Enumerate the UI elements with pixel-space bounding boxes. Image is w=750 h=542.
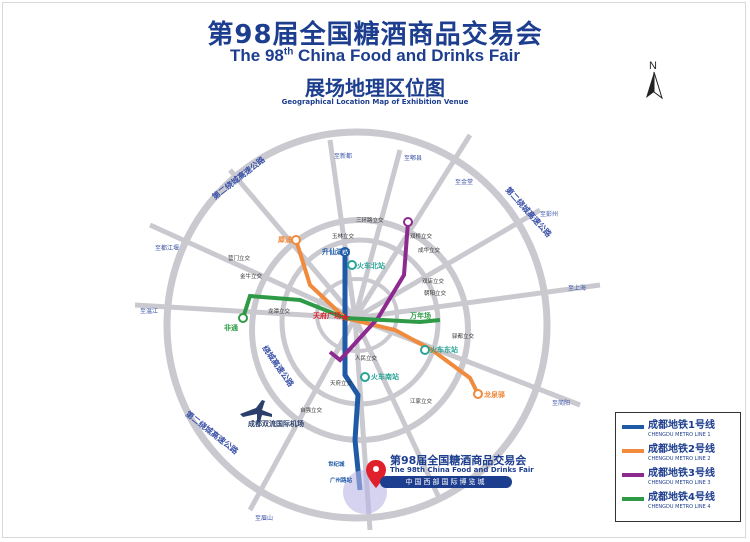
- title-en-pre: The 98: [230, 46, 284, 65]
- place-meishan: 至眉山: [255, 514, 273, 522]
- metro-line-1: [342, 252, 363, 491]
- page-title: 第98届全国糖酒商品交易会: [207, 20, 543, 50]
- title-en-post: China Food and Drinks Fair: [293, 46, 520, 65]
- ic-yulin: 玉林立交: [332, 232, 355, 240]
- ic-shuangdian: 双店立交: [422, 277, 445, 285]
- interchange-labels: 三环路立交 玉林立交 双桥立交 成华立交 朝阳立交 人民立交 天府立交 江家立交…: [228, 216, 475, 414]
- ic-jinniu: 金牛立交: [240, 272, 263, 280]
- legend-label-en: CHENGDU METRO LINE 4: [648, 504, 711, 510]
- metro-line-2: [294, 239, 480, 395]
- label-wanniancheng: 万年场: [409, 311, 431, 320]
- station-shengxian-marker[interactable]: [340, 247, 350, 257]
- station-line3-terminal-marker[interactable]: [403, 217, 413, 227]
- title-en-sup: th: [283, 46, 294, 58]
- ic-shuangqiao: 双桥立交: [410, 232, 433, 240]
- label-shiyang: 世纪城: [328, 460, 345, 468]
- legend-swatch-line-4: [622, 497, 644, 501]
- place-pengzhou: 至彭州: [540, 210, 558, 218]
- station-huochenan-marker[interactable]: [360, 372, 370, 382]
- legend-label: 成都地铁1号线: [648, 420, 715, 431]
- legend-label: 成都地铁3号线: [648, 468, 715, 479]
- inner-ring: [315, 277, 399, 353]
- station-huochedong-marker[interactable]: [420, 345, 430, 355]
- venue-name-en: The 98th China Food and Drinks Fair: [390, 466, 534, 474]
- ring-label-nw: 第二绕城高速公路: [210, 154, 267, 202]
- place-jintang: 至金堂: [455, 178, 473, 186]
- place-xindu: 至新都: [334, 152, 352, 160]
- label-guangdu: 广州路站: [330, 476, 353, 484]
- map-title: 展场地理区位图: [305, 76, 445, 100]
- legend-label-en: CHENGDU METRO LINE 2: [648, 456, 711, 462]
- north-arrow-icon: [646, 71, 663, 100]
- legend-swatch-line-1: [622, 425, 644, 429]
- station-labels: 升仙湖站 火车北站 天府广场 万年场 火车东站 火车南站 犀浦 非通 龙泉驿 世…: [224, 235, 506, 484]
- label-huochedong: 火车东站: [430, 345, 458, 354]
- venue-pin-dot: [373, 466, 379, 472]
- place-wenjiang: 至温江: [140, 307, 158, 315]
- station-feitong-marker[interactable]: [238, 313, 248, 323]
- legend-label-en: CHENGDU METRO LINE 3: [648, 480, 711, 486]
- place-jiangyan: 至都江堰: [155, 244, 179, 252]
- legend-label: 成都地铁4号线: [648, 492, 715, 503]
- ic-chaoyang: 朝阳立交: [424, 289, 447, 297]
- airport-airplane-icon: [240, 400, 272, 422]
- ic-renmin: 人民立交: [355, 354, 378, 362]
- ic-jiangjia: 江家立交: [410, 397, 433, 405]
- place-yanshi: 至简阳: [552, 399, 570, 407]
- venue-name: 第98届全国糖酒商品交易会: [390, 454, 527, 467]
- road-nne: [352, 149, 403, 319]
- tianfu-square-star-icon: [340, 313, 350, 321]
- ic-yingmen: 营门立交: [228, 254, 251, 262]
- label-longquanyi: 龙泉驿: [483, 390, 506, 399]
- place-labels: 至新都 至郫县 至金堂 至都江堰 至温江 至上海 至简阳 至眉山 至彭州: [140, 152, 586, 522]
- ic-sanhuan-n: 三环路立交: [356, 216, 384, 224]
- station-markers: [238, 217, 483, 399]
- venue-hall-badge: 中国西部国际博览城: [380, 476, 512, 488]
- legend-label: 成都地铁2号线: [648, 444, 715, 455]
- middle-ring: [249, 217, 471, 443]
- label-shengxian: 升仙湖站: [322, 247, 350, 256]
- ic-chenghua: 成华立交: [418, 246, 441, 254]
- legend-swatch-line-2: [622, 449, 644, 453]
- outer-ring: [163, 128, 551, 522]
- legend-label-en: CHENGDU METRO LINE 1: [648, 432, 711, 438]
- road-n: [327, 139, 358, 319]
- metro-line-4: [241, 293, 441, 325]
- road-ne: [352, 133, 473, 320]
- road-e: [354, 282, 601, 321]
- ic-tianfu: 天府立交: [330, 379, 353, 387]
- label-tianfu-square: 天府广场: [313, 311, 341, 320]
- station-longquan-marker[interactable]: [473, 389, 483, 399]
- map-subtitle: Geographical Location Map of Exhibition …: [281, 98, 469, 106]
- ic-ziqiang: 自强立交: [300, 406, 323, 414]
- station-huochebei-marker[interactable]: [347, 260, 357, 270]
- ic-longtan: 龙潭立交: [268, 307, 291, 315]
- label-xipu: 犀浦: [277, 235, 292, 244]
- station-xipu-marker[interactable]: [291, 235, 301, 245]
- label-huochenan: 火车南站: [371, 372, 399, 381]
- legend-swatch-line-3: [622, 473, 644, 477]
- place-pixian: 至郫县: [404, 154, 422, 162]
- label-airport: 成都双流国际机场: [248, 419, 304, 428]
- road-sw: [247, 316, 358, 512]
- ic-yidong: 驿都立交: [452, 332, 475, 340]
- label-feitong: 非通: [224, 323, 239, 332]
- label-huochebei: 火车北站: [357, 261, 385, 270]
- place-shanghai: 至上海: [568, 284, 586, 292]
- page-title-en: The 98th China Food and Drinks Fair: [0, 46, 750, 66]
- compass-label: N: [649, 60, 657, 72]
